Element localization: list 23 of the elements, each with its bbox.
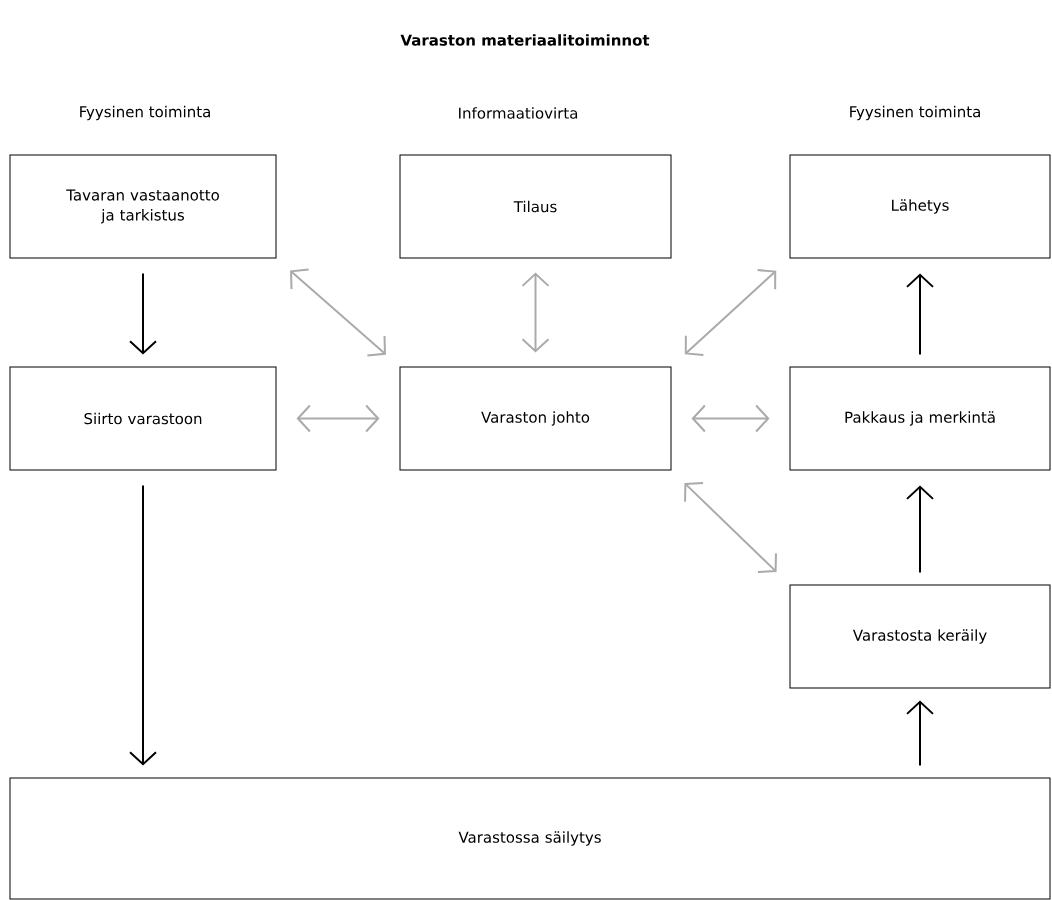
arrow <box>691 404 770 433</box>
process-box: Lähetys <box>789 154 1051 259</box>
arrow <box>129 484 157 766</box>
arrow <box>906 700 934 767</box>
process-box: Tilaus <box>399 154 672 259</box>
column-heading: Fyysinen toiminta <box>80 105 210 121</box>
column-heading: Fyysinen toiminta <box>850 105 980 121</box>
arrow <box>296 404 380 433</box>
process-box: Varaston johto <box>399 366 672 471</box>
title: Varaston materiaalitoiminnot <box>400 34 650 46</box>
arrow <box>684 481 777 574</box>
arrow <box>906 485 934 574</box>
arrow <box>906 273 934 356</box>
process-box: Varastosta keräily <box>789 584 1051 689</box>
process-box: Pakkaus ja merkintä <box>789 366 1051 471</box>
process-box: Tavaran vastaanotto ja tarkistus <box>9 154 277 259</box>
process-box: Varastossa säilytys <box>9 777 1051 900</box>
arrow <box>521 272 550 353</box>
arrow <box>684 269 777 356</box>
arrow <box>290 268 386 357</box>
column-heading: Informaatiovirta <box>459 107 578 119</box>
arrow <box>129 272 157 355</box>
process-box: Siirto varastoon <box>9 366 277 471</box>
